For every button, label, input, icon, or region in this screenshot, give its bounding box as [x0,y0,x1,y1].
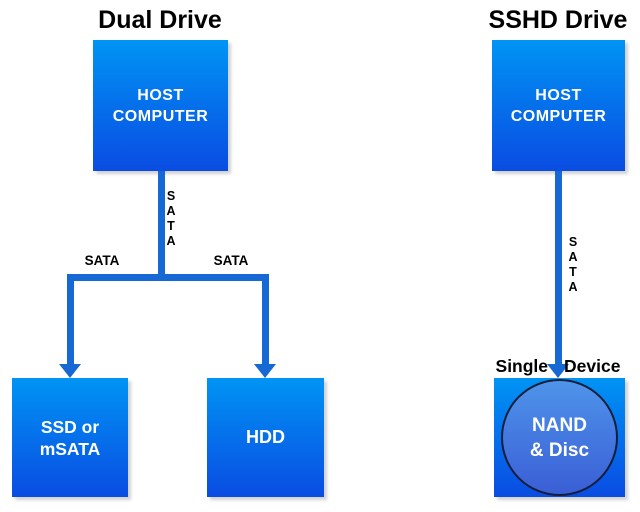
ssd-msata-box: SSD or mSATA [12,378,128,497]
sata-letter: A [568,280,578,294]
single-device-word2: Device [564,356,621,376]
ssd-label-line1: SSD or [40,416,100,437]
host-computer-label-line2: COMPUTER [112,107,209,125]
arrow-down-icon [254,364,276,378]
sata-letter: A [166,234,176,248]
sata-branch-line-ssd [67,274,74,364]
dual-drive-title: Dual Drive [98,6,222,34]
sshd-device-box: NAND & Disc [494,378,625,497]
sata-letter: A [166,204,176,218]
sata-letter: T [167,219,175,233]
sata-branch-label-left: SATA [84,253,120,268]
nand-label-line1: NAND [532,414,587,436]
sata-branch-label-right: SATA [213,253,249,268]
sata-vertical-label-right: S A T A [565,235,581,295]
sata-branch-bar [67,274,269,281]
host-computer-label-line1: HOST [137,86,184,104]
single-device-label: Single Device [458,356,640,377]
sata-letter: A [568,250,578,264]
host-computer-box-right: HOST COMPUTER [492,40,625,171]
sata-letter: T [569,265,577,279]
arrow-down-icon [547,364,569,378]
single-device-word1: Single [495,356,549,376]
host-computer-label-line2: COMPUTER [510,107,607,125]
sshd-drive-title: SSHD Drive [488,6,628,34]
hdd-label: HDD [246,427,285,447]
nand-label-line2: & Disc [529,439,590,461]
sata-letter: S [166,189,176,203]
sata-branch-line-hdd [262,274,269,364]
host-computer-box-left: HOST COMPUTER [93,40,228,171]
nand-disc-circle: NAND & Disc [501,379,618,496]
sata-vertical-label-left: S A T A [163,189,179,249]
sata-trunk-line-left [158,171,165,275]
sata-letter: S [568,235,578,249]
sata-trunk-line-right [555,171,562,364]
arrow-down-icon [59,364,81,378]
ssd-label-line2: mSATA [39,438,101,459]
host-computer-label-line1: HOST [535,86,582,104]
hdd-box: HDD [207,378,324,497]
